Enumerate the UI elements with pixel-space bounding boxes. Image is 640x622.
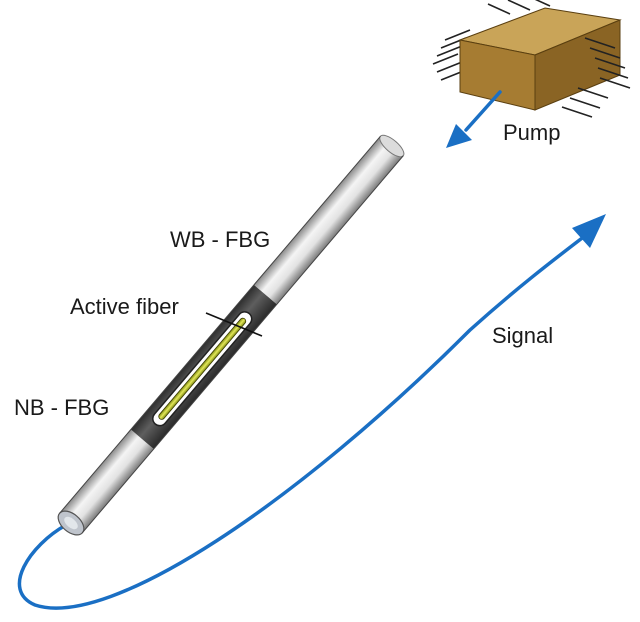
nb-fbg-label: NB - FBG bbox=[14, 395, 109, 420]
active-fiber-core bbox=[158, 317, 247, 420]
pump-module bbox=[432, 0, 631, 118]
fiber-outline-left bbox=[59, 135, 381, 514]
fiber-rod bbox=[57, 134, 405, 536]
signal-arrowhead bbox=[572, 214, 606, 248]
pump-pins-right bbox=[561, 37, 631, 118]
pump-label: Pump bbox=[503, 120, 560, 145]
signal-label: Signal bbox=[492, 323, 553, 348]
pump-arrow bbox=[446, 90, 502, 148]
fiber-silver-upper bbox=[254, 136, 404, 305]
fiber-outline-right bbox=[82, 155, 404, 534]
wb-fbg-label: WB - FBG bbox=[170, 227, 270, 252]
fiber-silver-lower bbox=[59, 429, 154, 533]
pump-pins-left bbox=[432, 29, 471, 81]
active-fiber-label: Active fiber bbox=[70, 294, 179, 319]
fiber-core-end bbox=[64, 516, 78, 530]
pump-arrowhead bbox=[446, 124, 472, 148]
signal-path bbox=[17, 214, 606, 610]
active-fiber-leader bbox=[205, 312, 263, 337]
pump-pins-top bbox=[487, 0, 551, 15]
